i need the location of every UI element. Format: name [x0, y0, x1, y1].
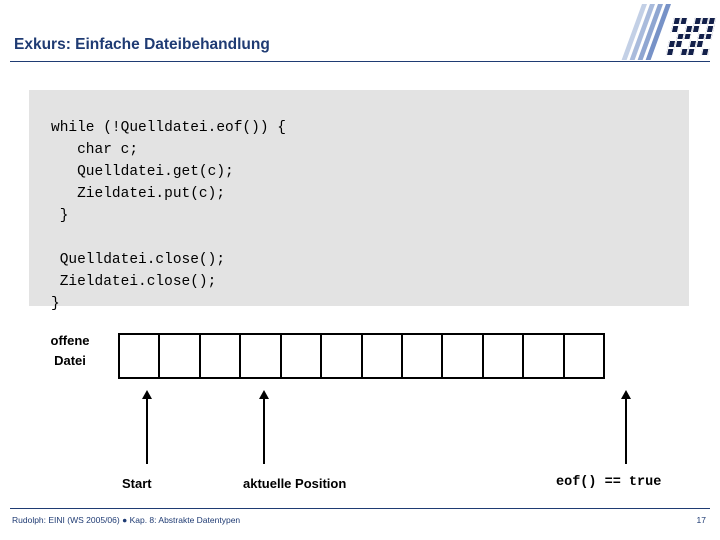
caption-start: Start [122, 476, 152, 491]
tape-label: offene Datei [33, 331, 107, 371]
tape-cell [241, 335, 282, 377]
code-block: while (!Quelldatei.eof()) { char c; Quel… [29, 90, 689, 312]
tape-cell [403, 335, 444, 377]
tape-cell [120, 335, 161, 377]
page-number: 17 [696, 515, 706, 525]
tape-cell [282, 335, 323, 377]
footer-divider [10, 508, 710, 509]
caption-current-position: aktuelle Position [243, 476, 347, 491]
arrow-start-icon [142, 390, 152, 464]
tape-label-line1: offene [50, 333, 90, 348]
code-text: while (!Quelldatei.eof()) { char c; Quel… [51, 119, 286, 312]
caption-eof: eof() == true [556, 475, 662, 490]
header-divider [10, 61, 710, 62]
tape-cell [565, 335, 603, 377]
arrow-eof-icon [621, 390, 631, 464]
tape-cell [160, 335, 201, 377]
university-logo-icon [621, 4, 717, 60]
tape-cell [443, 335, 484, 377]
file-tape-diagram [118, 333, 605, 379]
tape-cell [524, 335, 565, 377]
arrow-current-position-icon [259, 390, 269, 464]
page-title: Exkurs: Einfache Dateibehandlung [14, 36, 270, 53]
logo-checker-grid [665, 17, 717, 56]
tape-label-line2: Datei [54, 353, 86, 368]
tape-cell [363, 335, 403, 377]
footer-text: Rudolph: EINI (WS 2005/06) ● Kap. 8: Abs… [12, 515, 241, 525]
tape-cell [484, 335, 525, 377]
tape-cell [201, 335, 242, 377]
slide-header: Exkurs: Einfache Dateibehandlung [0, 0, 720, 62]
tape-cell [322, 335, 363, 377]
